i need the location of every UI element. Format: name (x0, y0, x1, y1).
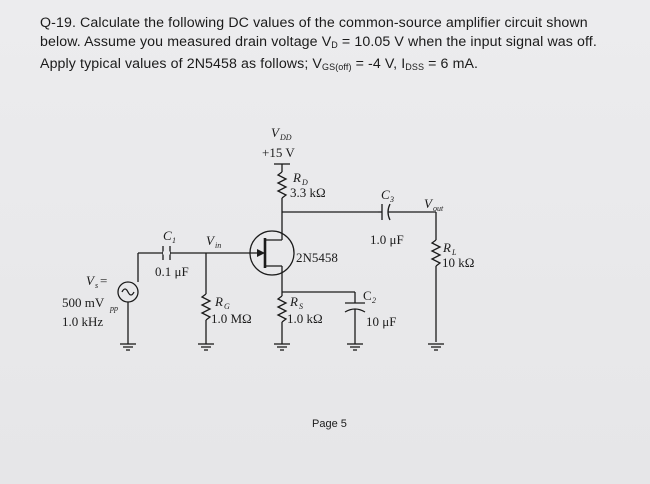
gate-resistor: R G 1.0 MΩ (198, 253, 252, 351)
question-line-2: below. Assume you measured drain voltage… (40, 34, 597, 50)
svg-text:L: L (451, 248, 457, 257)
svg-text:pp: pp (109, 304, 118, 313)
svg-text:500 mV: 500 mV (62, 295, 105, 310)
svg-text:s: s (95, 281, 98, 290)
drain-resistor: R D 3.3 kΩ (276, 164, 326, 212)
svg-text:V: V (424, 196, 434, 211)
svg-text:out: out (433, 204, 444, 213)
question-line-3: Apply typical values of 2N5458 as follow… (40, 56, 479, 72)
svg-text:+15 V: +15 V (262, 145, 295, 160)
vout-label: V out (424, 196, 444, 213)
svg-text:V: V (206, 233, 216, 248)
bypass-capacitor: C 2 10 μF (344, 288, 396, 351)
svg-text:1.0 kΩ: 1.0 kΩ (287, 311, 323, 326)
svg-text:0.1 μF: 0.1 μF (155, 264, 189, 279)
jfet-transistor: 2N5458 (240, 230, 338, 292)
svg-text:1.0 MΩ: 1.0 MΩ (211, 311, 252, 326)
question-text: Q-19. Calculate the following DC values … (40, 14, 630, 77)
svg-text:1.0 kHz: 1.0 kHz (62, 314, 103, 329)
svg-text:10 kΩ: 10 kΩ (442, 255, 474, 270)
svg-text:C: C (381, 187, 390, 202)
svg-text:2: 2 (372, 296, 376, 305)
vin-label: V in (206, 233, 221, 250)
svg-text:2N5458: 2N5458 (296, 250, 338, 265)
signal-source: V s = 500 mV pp 1.0 kHz (62, 253, 139, 351)
svg-text:C: C (163, 228, 172, 243)
svg-text:3.3 kΩ: 3.3 kΩ (290, 185, 326, 200)
svg-text:V: V (86, 273, 96, 288)
svg-text:R: R (289, 294, 298, 309)
svg-text:S: S (299, 302, 303, 311)
input-capacitor: C 1 0.1 μF (155, 228, 189, 279)
svg-text:V: V (271, 125, 281, 140)
svg-text:R: R (292, 170, 301, 185)
output-capacitor: C 3 1.0 μF (370, 187, 436, 247)
svg-text:1: 1 (172, 236, 176, 245)
svg-text:3: 3 (389, 195, 394, 204)
svg-text:=: = (100, 273, 107, 288)
svg-text:G: G (224, 302, 230, 311)
load-resistor: R L 10 kΩ (430, 212, 474, 342)
svg-text:C: C (363, 288, 372, 303)
question-line-1: Q-19. Calculate the following DC values … (40, 15, 588, 31)
page-number: Page 5 (312, 418, 347, 430)
svg-text:R: R (214, 294, 223, 309)
source-resistor: R S 1.0 kΩ (274, 292, 323, 351)
vdd-terminal: V DD +15 V (262, 125, 295, 165)
svg-text:in: in (215, 241, 221, 250)
load-ground (428, 343, 444, 351)
svg-text:D: D (301, 178, 308, 187)
svg-text:R: R (442, 240, 451, 255)
svg-text:10 μF: 10 μF (366, 314, 396, 329)
svg-text:1.0 μF: 1.0 μF (370, 232, 404, 247)
svg-text:DD: DD (279, 133, 292, 142)
